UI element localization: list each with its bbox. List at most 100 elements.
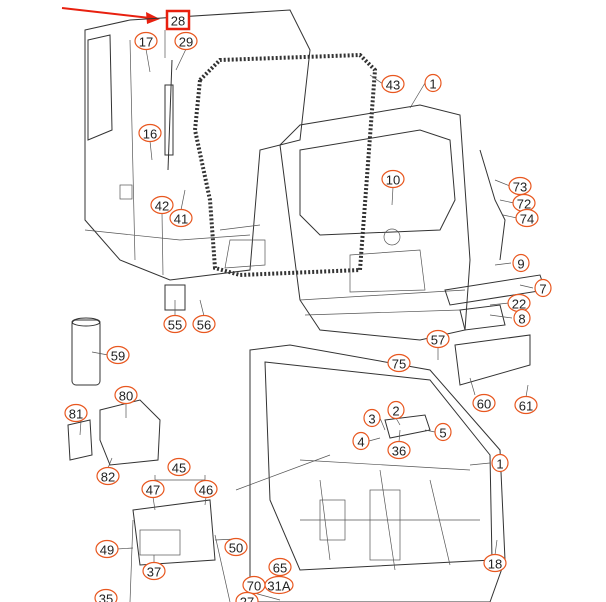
callout-marker (141, 479, 165, 499)
gas-strut (164, 30, 174, 171)
part-number: 36 (392, 444, 406, 459)
callout-marker (268, 557, 292, 577)
part-callout-36[interactable]: 36 (387, 440, 411, 460)
part-callout-22[interactable]: 22 (507, 293, 531, 313)
part-callout-65[interactable]: 65 (268, 557, 292, 577)
part-callout-73[interactable]: 73 (508, 176, 532, 196)
part-number: 73 (513, 180, 527, 195)
part-callout-56[interactable]: 56 (192, 314, 216, 334)
part-number: 41 (174, 212, 188, 227)
part-number: 9 (517, 257, 524, 272)
callout-marker (235, 591, 259, 602)
part-number: 31A (267, 579, 290, 594)
part-callout-61[interactable]: 61 (514, 395, 538, 415)
part-callout-35[interactable]: 35 (94, 588, 118, 602)
part-callout-16[interactable]: 16 (138, 123, 162, 143)
part-callout-28[interactable]: 28 (165, 9, 191, 31)
part-callout-1[interactable]: 1 (424, 73, 442, 93)
part-callout-72[interactable]: 72 (512, 193, 536, 213)
part-number: 70 (247, 579, 261, 594)
part-callout-37[interactable]: 37 (142, 561, 166, 581)
part-callout-18[interactable]: 18 (483, 553, 507, 573)
part-callout-10[interactable]: 10 (381, 169, 405, 189)
part-number: 74 (520, 212, 534, 227)
part-callout-59[interactable]: 59 (106, 345, 130, 365)
tailgate-outer (279, 104, 471, 341)
callout-marker (514, 395, 538, 415)
part-callout-29[interactable]: 29 (174, 31, 198, 51)
part-callout-70[interactable]: 70 (242, 575, 266, 595)
part-callout-31A[interactable]: 31A (264, 575, 294, 595)
callout-marker (512, 253, 530, 273)
part-number: 35 (99, 592, 113, 602)
part-callout-45[interactable]: 45 (167, 457, 191, 477)
part-callout-81[interactable]: 81 (64, 403, 88, 423)
part-callout-9[interactable]: 9 (512, 253, 530, 273)
part-number: 2 (392, 404, 399, 419)
callout-marker (142, 561, 166, 581)
callout-marker (472, 393, 496, 413)
callout-marker (387, 400, 405, 420)
part-callout-27[interactable]: 27 (235, 591, 259, 602)
part-number: 50 (229, 541, 243, 556)
part-callout-57[interactable]: 57 (426, 329, 450, 349)
callout-marker (534, 278, 552, 298)
part-callout-55[interactable]: 55 (163, 314, 187, 334)
part-callout-5[interactable]: 5 (434, 422, 452, 442)
part-callout-2[interactable]: 2 (387, 400, 405, 420)
part-number: 75 (392, 357, 406, 372)
part-number: 43 (386, 78, 400, 93)
callout-marker (381, 169, 405, 189)
part-number: 49 (100, 543, 114, 558)
callout-marker (95, 539, 119, 559)
callout-marker (174, 31, 198, 51)
lock-81 (67, 419, 93, 461)
part-number: 10 (386, 173, 400, 188)
part-number: 81 (69, 407, 83, 422)
callout-marker (424, 73, 442, 93)
part-callout-50[interactable]: 50 (224, 537, 248, 557)
callout-marker (96, 466, 120, 486)
part-number: 57 (431, 333, 445, 348)
part-callout-46[interactable]: 46 (194, 479, 218, 499)
callout-marker (434, 422, 452, 442)
part-callout-3[interactable]: 3 (363, 408, 381, 428)
highlight-arrow (61, 7, 160, 24)
part-number: 1 (496, 457, 503, 472)
callout-marker (94, 588, 118, 602)
callout-marker (264, 575, 294, 595)
part-callout-60[interactable]: 60 (472, 393, 496, 413)
part-callout-41[interactable]: 41 (169, 208, 193, 228)
inner-handle-assembly (129, 475, 231, 602)
lock-assembly (99, 399, 161, 466)
part-callout-43[interactable]: 43 (381, 74, 405, 94)
part-callout-74[interactable]: 74 (515, 208, 539, 228)
part-callout-49[interactable]: 49 (95, 539, 119, 559)
part-number: 22 (512, 297, 526, 312)
part-callout-80[interactable]: 80 (114, 385, 138, 405)
part-callout-7[interactable]: 7 (534, 278, 552, 298)
part-callout-8[interactable]: 8 (513, 308, 531, 328)
part-callout-42[interactable]: 42 (150, 195, 174, 215)
callout-marker (194, 479, 218, 499)
part-number: 72 (517, 197, 531, 212)
callout-marker (138, 123, 162, 143)
callout-marker (491, 453, 509, 473)
part-callout-47[interactable]: 47 (141, 479, 165, 499)
part-callout-1[interactable]: 1 (491, 453, 509, 473)
part-number: 16 (143, 127, 157, 142)
part-number: 55 (168, 318, 182, 333)
callout-marker (387, 440, 411, 460)
callout-marker (192, 314, 216, 334)
part-callout-75[interactable]: 75 (387, 353, 411, 373)
part-callout-17[interactable]: 17 (134, 31, 158, 51)
callout-marker (426, 329, 450, 349)
spray-can (71, 317, 101, 386)
callout-marker (165, 9, 191, 31)
part-callout-4[interactable]: 4 (352, 431, 370, 451)
part-number: 7 (539, 282, 546, 297)
hinge-parts (164, 149, 506, 439)
part-callout-82[interactable]: 82 (96, 466, 120, 486)
callout-marker (114, 385, 138, 405)
